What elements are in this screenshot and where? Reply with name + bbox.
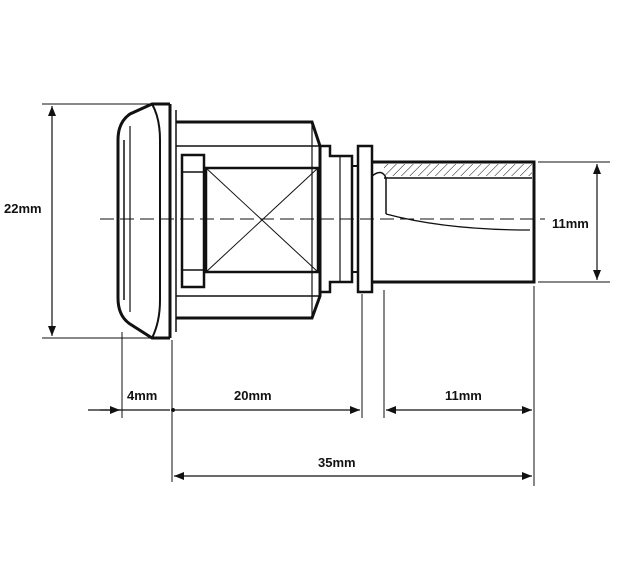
label-total-length: 35mm xyxy=(318,455,356,470)
hex-body xyxy=(176,120,322,320)
label-shaft-length: 11mm xyxy=(445,388,482,403)
label-height-total: 22mm xyxy=(4,201,42,216)
collar xyxy=(356,144,374,294)
ring xyxy=(180,153,206,289)
neck xyxy=(320,144,354,294)
label-body-length: 20mm xyxy=(234,388,272,403)
part-outline xyxy=(100,102,545,340)
cap-inner xyxy=(151,103,161,339)
dimension-lines xyxy=(48,106,601,480)
shaft xyxy=(372,160,536,284)
shaft-hatch xyxy=(384,164,532,176)
label-height-shaft: 11mm xyxy=(552,216,589,231)
cap-outer xyxy=(116,102,170,340)
hex-socket xyxy=(204,166,320,274)
label-flange-width: 4mm xyxy=(127,388,157,403)
